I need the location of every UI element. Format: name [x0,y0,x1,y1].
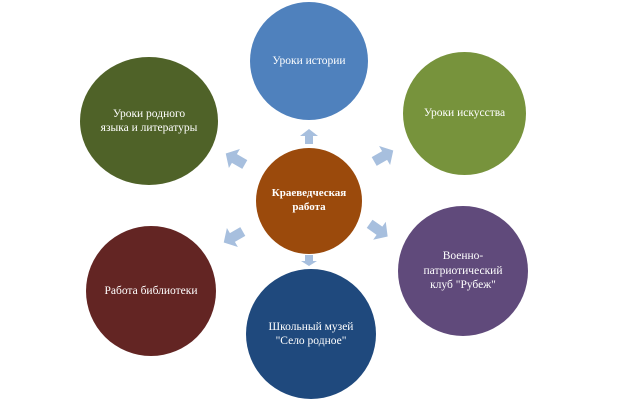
node-native-language-lessons: Уроки родного языка и литературы [80,57,218,185]
arrow-to-museum [301,255,317,266]
node-library-work: Работа библиотеки [86,226,216,356]
node-military-patriotic-club: Военно- патриотический клуб "Рубеж" [398,206,528,336]
node-school-museum: Школьный музей "Село родное" [246,269,376,399]
arrow-to-history [300,129,318,144]
node-art-lessons: Уроки искусства [403,52,526,175]
arrow-to-military [366,219,388,240]
node-center-local-history: Краеведческая работа [256,148,362,254]
arrow-to-library [223,227,246,248]
arrow-to-language [225,148,248,169]
node-history-lessons: Уроки истории [250,2,368,120]
arrow-to-art [371,145,394,166]
